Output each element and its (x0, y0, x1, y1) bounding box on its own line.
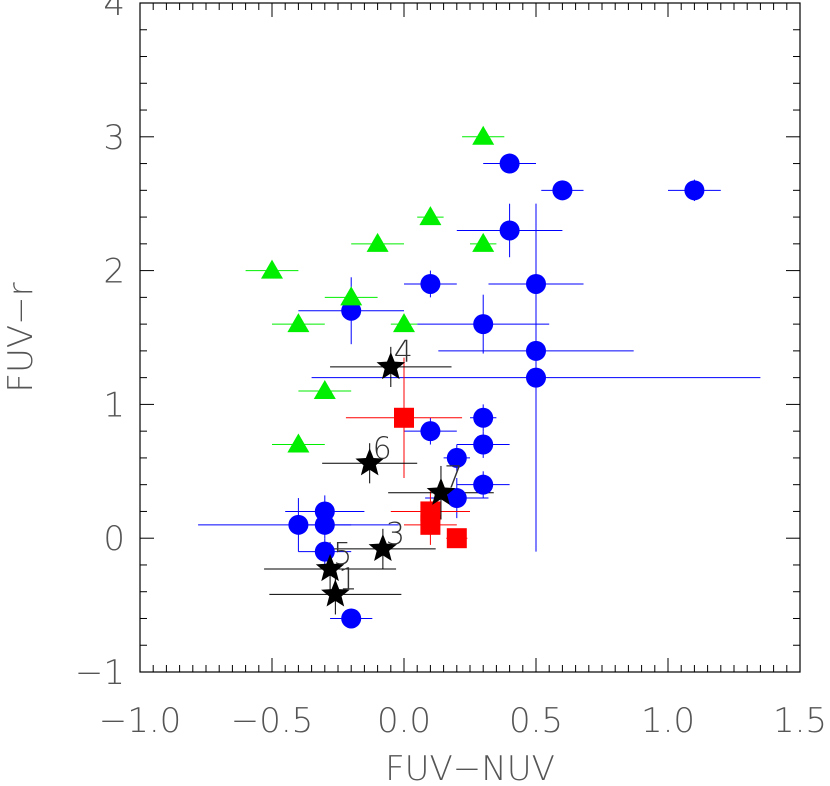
circle-point (499, 153, 520, 174)
star-point (376, 351, 406, 380)
y-tick-label: 3 (103, 118, 125, 158)
x-axis-label: FUV−NUV (385, 749, 555, 786)
circle-point (684, 180, 705, 201)
plot-frame (139, 2, 801, 673)
star-point (426, 477, 456, 505)
triangle-point (261, 259, 283, 279)
triangle-point (366, 232, 389, 252)
y-tick-label: 1 (103, 385, 125, 425)
y-tick-label: 4 (103, 0, 125, 24)
triangle-point (393, 313, 415, 333)
star-label: 1 (338, 562, 357, 597)
axis-ticks (139, 2, 801, 673)
circle-point (526, 273, 546, 294)
circle-point (420, 273, 441, 294)
y-tick-label: −1 (75, 653, 125, 693)
square-point (446, 528, 467, 549)
star-point-labels: 4 6 7 351 (333, 335, 463, 597)
circle-point (288, 514, 309, 535)
circle-point (526, 340, 546, 361)
star-point (321, 579, 350, 607)
x-tick-label: −0.5 (231, 701, 314, 741)
circle-point (499, 220, 520, 241)
circle-point (473, 434, 494, 455)
triangle-point (340, 286, 363, 306)
circle-point (420, 421, 441, 442)
x-tick-label: 1.5 (773, 701, 827, 741)
x-tick-label: 0.5 (509, 701, 563, 741)
circle-point (314, 514, 335, 535)
circle-point (473, 407, 494, 428)
error-bars (198, 130, 761, 626)
circle-point (473, 314, 494, 335)
star-label: 6 (373, 431, 392, 466)
circle-point (526, 367, 546, 388)
circle-point (341, 608, 362, 629)
y-tick-label: 2 (103, 252, 125, 292)
star-point (355, 448, 384, 476)
triangle-point (472, 125, 495, 145)
x-tick-labels: −1.0 −0.5 0.0 0.5 1.0 1.5 (99, 701, 827, 741)
triangle-point (287, 433, 310, 453)
circle-point (552, 180, 573, 201)
circle-point (446, 488, 467, 509)
circle-point (446, 447, 467, 468)
star-label: 4 (394, 335, 413, 370)
triangle-point (472, 232, 495, 252)
y-tick-label: 0 (103, 519, 125, 559)
star-label: 5 (333, 537, 352, 572)
star-point (368, 533, 398, 562)
square-point (420, 514, 441, 535)
x-tick-label: 0.0 (377, 701, 431, 741)
y-axis-label: FUV−r (1, 282, 41, 392)
triangle-point (313, 380, 336, 400)
star-label: 7 (444, 461, 463, 496)
y-tick-labels: −1 0 1 2 3 4 (75, 0, 125, 693)
triangle-point (287, 313, 310, 333)
circle-point (341, 300, 362, 321)
data-markers (261, 125, 705, 629)
x-tick-label: −1.0 (99, 701, 182, 741)
star-point (315, 553, 345, 582)
triangle-point (419, 206, 442, 226)
x-tick-label: 1.0 (641, 701, 695, 741)
star-label: 3 (386, 517, 405, 552)
circle-point (473, 474, 494, 495)
square-point (394, 407, 414, 428)
